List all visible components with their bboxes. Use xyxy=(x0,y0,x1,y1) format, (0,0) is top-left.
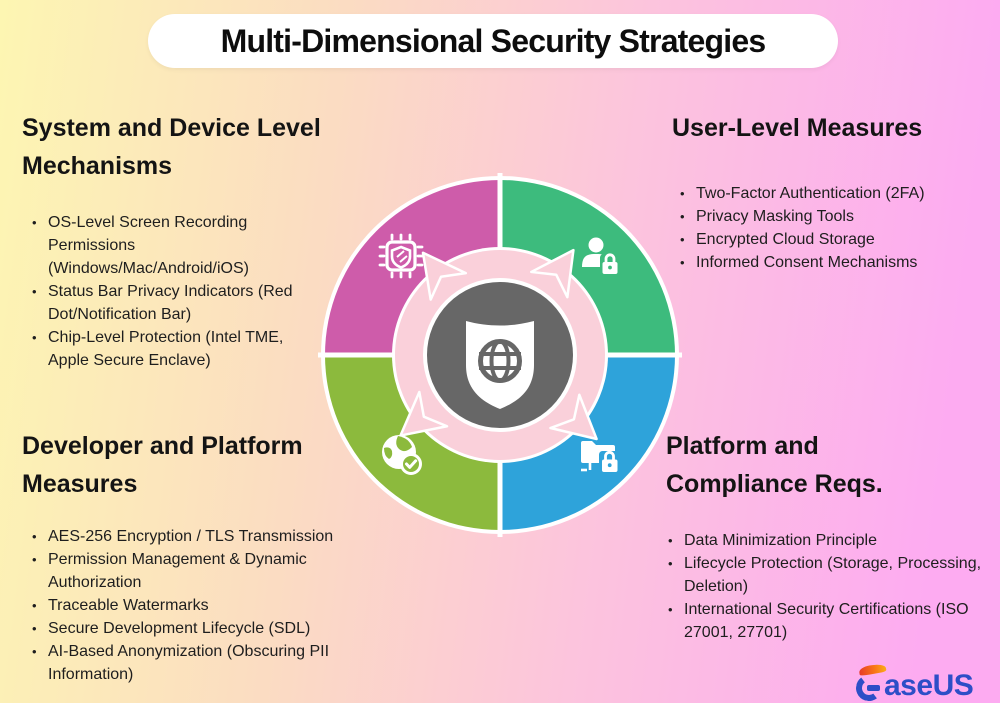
arrowhead xyxy=(421,251,468,301)
title-banner: Multi-Dimensional Security Strategies xyxy=(148,14,838,68)
bullet-list: Two-Factor Authentication (2FA) Privacy … xyxy=(678,182,978,274)
list-item: Chip-Level Protection (Intel TME, Apple … xyxy=(30,326,322,372)
list-item: Permission Management & Dynamic Authoriz… xyxy=(30,548,364,594)
globe-check-icon xyxy=(382,435,422,475)
check-mark xyxy=(405,459,418,469)
list-item: Encrypted Cloud Storage xyxy=(678,228,978,251)
logo-swoosh-icon xyxy=(858,662,887,677)
security-cycle-diagram xyxy=(318,173,682,537)
cycle-arrows xyxy=(399,248,598,441)
list-item: Traceable Watermarks xyxy=(30,594,364,617)
logo-text: ase xyxy=(884,669,933,702)
logo-text-suffix: US xyxy=(932,669,974,702)
arrowhead xyxy=(549,393,598,441)
section-system-device: System and Device Level Mechanisms OS-Le… xyxy=(22,110,367,372)
list-item: Informed Consent Mechanisms xyxy=(678,251,978,274)
bullet-list: AES-256 Encryption / TLS Transmission Pe… xyxy=(30,525,364,686)
list-item: Data Minimization Principle xyxy=(666,529,984,552)
section-heading: User-Level Measures xyxy=(672,114,923,142)
section-user-level: User-Level Measures Two-Factor Authentic… xyxy=(672,110,972,274)
chip-shield-icon xyxy=(378,233,424,279)
list-item: OS-Level Screen Recording Permissions (W… xyxy=(30,211,322,280)
list-item: International Security Certifications (I… xyxy=(666,598,984,644)
list-item: AES-256 Encryption / TLS Transmission xyxy=(30,525,364,548)
page-title: Multi-Dimensional Security Strategies xyxy=(220,22,767,59)
lock-keyhole xyxy=(608,265,612,270)
list-item: Status Bar Privacy Indicators (Red Dot/N… xyxy=(30,280,322,326)
arrowhead xyxy=(530,248,575,299)
logo-e-bar xyxy=(867,685,880,691)
quadrant-dividers xyxy=(318,173,682,537)
section-heading: Developer and Platform Measures xyxy=(22,432,303,498)
section-platform-compliance: Platform and Compliance Reqs. Data Minim… xyxy=(666,428,981,644)
arrowhead xyxy=(399,390,449,437)
folder-lock-icon xyxy=(581,441,620,474)
continent-shape xyxy=(384,447,393,459)
continent-shape xyxy=(396,436,412,452)
easeus-logo-mark xyxy=(854,662,887,703)
lock-keyhole xyxy=(607,463,612,468)
list-item: Two-Factor Authentication (2FA) xyxy=(678,182,978,205)
list-item: Lifecycle Protection (Storage, Processin… xyxy=(666,552,984,598)
section-heading: System and Device Level Mechanisms xyxy=(22,114,321,180)
list-item: Secure Development Lifecycle (SDL) xyxy=(30,617,364,640)
user-lock-icon xyxy=(582,237,620,276)
bullet-list: Data Minimization Principle Lifecycle Pr… xyxy=(666,529,984,644)
section-developer-platform: Developer and Platform Measures AES-256 … xyxy=(22,428,372,686)
list-item: Privacy Masking Tools xyxy=(678,205,978,228)
bullet-list: OS-Level Screen Recording Permissions (W… xyxy=(30,211,322,372)
list-item: AI-Based Anonymization (Obscuring PII In… xyxy=(30,640,364,686)
section-heading: Platform and Compliance Reqs. xyxy=(666,432,883,498)
shield-globe-icon xyxy=(466,321,534,409)
